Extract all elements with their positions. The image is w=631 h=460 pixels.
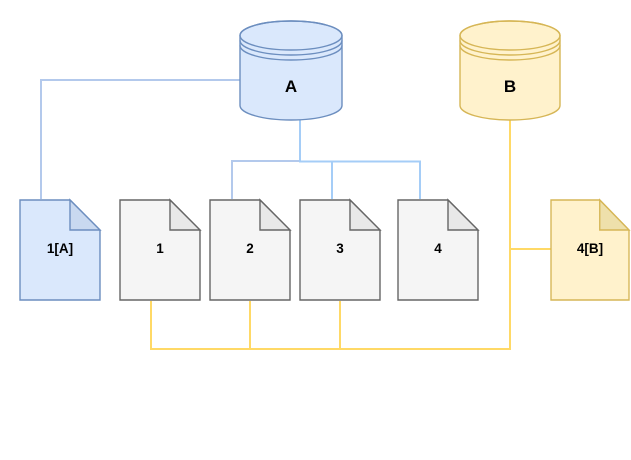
document-2-label: 2 xyxy=(246,241,254,256)
connector-a-to-document-2 xyxy=(231,119,301,199)
connector-b-to-document-1 xyxy=(150,120,511,350)
document-1a-label: 1[A] xyxy=(46,241,74,256)
connector-a-to-document-1a xyxy=(40,79,240,199)
document-1a: 1[A] xyxy=(19,198,102,301)
document-2: 2 xyxy=(209,198,292,301)
database-a-label: A xyxy=(284,77,298,96)
database-b: B xyxy=(459,20,561,121)
database-b-label: B xyxy=(503,77,517,96)
document-3-label: 3 xyxy=(336,241,344,256)
document-4-label: 4 xyxy=(434,241,442,256)
document-4b-label: 4[B] xyxy=(576,241,604,256)
database-cylinder-icon xyxy=(239,20,343,121)
document-icon xyxy=(299,198,382,301)
document-4: 4 xyxy=(397,198,480,301)
document-icon xyxy=(119,198,202,301)
database-a: A xyxy=(239,20,343,121)
document-icon xyxy=(209,198,292,301)
database-cylinder-icon xyxy=(459,20,561,121)
document-3: 3 xyxy=(299,198,382,301)
document-icon xyxy=(397,198,480,301)
document-1-label: 1 xyxy=(156,241,164,256)
document-1: 1 xyxy=(119,198,202,301)
document-4b: 4[B] xyxy=(550,198,631,301)
connector-a-to-document-4 xyxy=(299,119,421,199)
document-icon xyxy=(550,198,631,301)
document-icon xyxy=(19,198,102,301)
